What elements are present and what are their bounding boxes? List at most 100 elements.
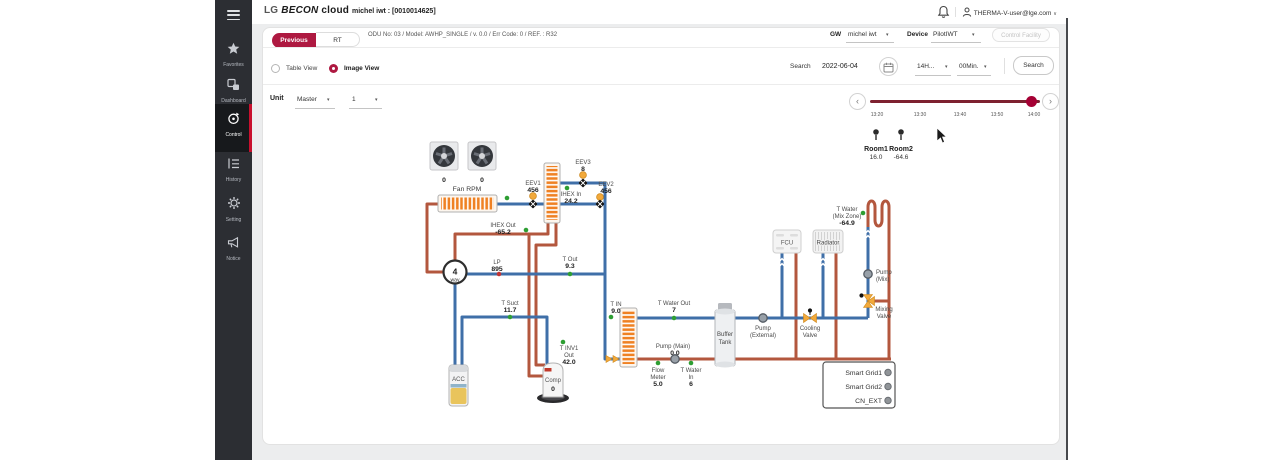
- room2-indicator: Room2 -64.6: [889, 129, 913, 161]
- sidebar-item-dashboard[interactable]: Dashboard: [215, 78, 252, 104]
- eev3-label: EEV3: [575, 160, 591, 166]
- lp-label: LP: [493, 260, 500, 266]
- pump-external-label2: (External): [750, 333, 776, 339]
- t-water-out-value: 7: [672, 307, 676, 314]
- flow-meter-value: 5.0: [653, 381, 663, 388]
- fan-unit-1: [429, 141, 459, 171]
- svg-text:4: 4: [453, 267, 458, 277]
- eev2-valve: [595, 193, 605, 209]
- tab-rt[interactable]: RT: [316, 32, 360, 47]
- logo-lg: LG: [264, 5, 279, 16]
- t-suct-label: T Suct: [501, 301, 519, 307]
- unit-label: Unit: [270, 95, 284, 102]
- search-button[interactable]: Search: [1013, 56, 1054, 75]
- chevron-down-icon: ∨: [1053, 11, 1057, 17]
- flow-meter-label2: Meter: [650, 375, 665, 381]
- buffer-label: Buffer: [717, 332, 733, 338]
- flow-arrows: [778, 229, 872, 268]
- sidebar-item-control[interactable]: Control: [215, 112, 252, 138]
- radiator-unit: Radiator: [812, 229, 844, 254]
- notification-bell-icon[interactable]: [937, 5, 950, 24]
- timeline-next-button[interactable]: ›: [1042, 93, 1059, 110]
- t-water-in-label: T Water: [680, 368, 701, 374]
- room1-indicator: Room1 16.0: [864, 129, 888, 161]
- sensor-dot: [688, 360, 694, 366]
- topbar-divider: [955, 7, 956, 17]
- sensor-dot: [523, 227, 529, 233]
- search-divider: [1004, 58, 1005, 74]
- mixing-valve-label2: Valve: [877, 314, 892, 320]
- timeline-track[interactable]: [870, 100, 1040, 103]
- unit-select[interactable]: Master: [297, 96, 317, 103]
- sidebar-item-favorites[interactable]: Favorites: [215, 42, 252, 68]
- pump-external: [758, 313, 768, 323]
- divider: [263, 47, 1059, 48]
- cursor-icon: [936, 127, 948, 144]
- t-suct-value: 11.7: [504, 307, 517, 314]
- window-edge: [1066, 18, 1068, 460]
- logo-becon: BECON: [281, 5, 319, 16]
- ihex-coil: [543, 162, 561, 224]
- cn-ext-indicator: [884, 396, 892, 405]
- eev3-value: 8: [581, 166, 585, 173]
- minute-select[interactable]: 00Min.: [959, 63, 979, 70]
- chevron-down-icon[interactable]: ▾: [375, 97, 378, 103]
- four-way-valve: 4 way: [442, 259, 468, 285]
- cooling-valve-label2: Valve: [803, 333, 818, 339]
- sidebar-item-label: History: [225, 177, 242, 183]
- sensor-dot: [507, 314, 513, 320]
- sidebar-item-notice[interactable]: Notice: [215, 236, 252, 262]
- unit-index-select[interactable]: 1: [352, 96, 356, 103]
- device-select[interactable]: PilotIWT: [933, 31, 958, 38]
- sidebar-active-bar: [249, 104, 252, 152]
- timeline-handle[interactable]: [1026, 95, 1037, 107]
- t-water-in-value: 6: [689, 381, 693, 388]
- room1-value: 16.0: [870, 154, 883, 161]
- sensor-dot: [860, 210, 866, 216]
- chevron-down-icon[interactable]: ▾: [984, 64, 987, 70]
- timeline-tick: 13:20: [870, 112, 884, 118]
- chevron-down-icon[interactable]: ▾: [886, 32, 889, 38]
- menu-icon[interactable]: [227, 10, 240, 23]
- ihex-in-value: 24.2: [564, 198, 577, 205]
- cooling-valve: [803, 308, 817, 324]
- sidebar-item-setting[interactable]: Setting: [215, 196, 252, 223]
- timeline-prev-button[interactable]: ‹: [849, 93, 866, 110]
- eev3-valve: [578, 171, 588, 188]
- eev1-label: EEV1: [525, 181, 541, 187]
- t-water-mix-label2: (Mix Zone): [833, 214, 862, 220]
- image-view-radio[interactable]: [329, 64, 338, 73]
- pump-main-label: Pump (Main): [656, 344, 690, 350]
- t-in-label: T IN: [610, 302, 621, 308]
- star-icon: [227, 42, 240, 54]
- chevron-down-icon[interactable]: ▾: [327, 97, 330, 103]
- room2-name: Room2: [889, 146, 913, 153]
- image-view-label[interactable]: Image View: [344, 65, 380, 72]
- calendar-button[interactable]: [879, 57, 898, 76]
- gw-select[interactable]: michel iwt: [848, 31, 877, 38]
- gw-underline: [846, 42, 894, 43]
- tab-previous[interactable]: Previous: [272, 33, 316, 48]
- sidebar-item-history[interactable]: History: [215, 157, 252, 183]
- eev2-value: 456: [600, 188, 612, 195]
- flow-meter-label: Flow: [652, 368, 665, 374]
- session-id: michel iwt : [0010014625]: [352, 8, 436, 15]
- pump-main: [670, 354, 680, 364]
- t-out-label: T Out: [563, 257, 578, 263]
- table-view-radio[interactable]: [271, 64, 280, 73]
- date-field[interactable]: 2022-06-04: [822, 63, 858, 70]
- sensor-dot: [504, 195, 510, 201]
- sensor-dot-lp: [496, 271, 502, 277]
- calendar-icon: [883, 62, 894, 73]
- comp-value: 0: [551, 386, 555, 393]
- odu-info: ODU No: 03 / Model: AWHP_SINGLE / v. 0.0…: [368, 32, 558, 38]
- control-facility-button[interactable]: Control Facility: [992, 28, 1050, 42]
- fan2-value: 0: [480, 177, 484, 184]
- user-menu[interactable]: THERMA-V-user@lge.com ∨: [962, 7, 1057, 17]
- chevron-down-icon[interactable]: ▾: [972, 32, 975, 38]
- hour-select[interactable]: 14H...: [917, 63, 935, 70]
- comp-label: Comp: [545, 378, 562, 384]
- table-view-label[interactable]: Table View: [286, 65, 318, 72]
- chevron-down-icon[interactable]: ▾: [945, 64, 948, 70]
- cn-ext-label: CN_EXT: [855, 398, 882, 405]
